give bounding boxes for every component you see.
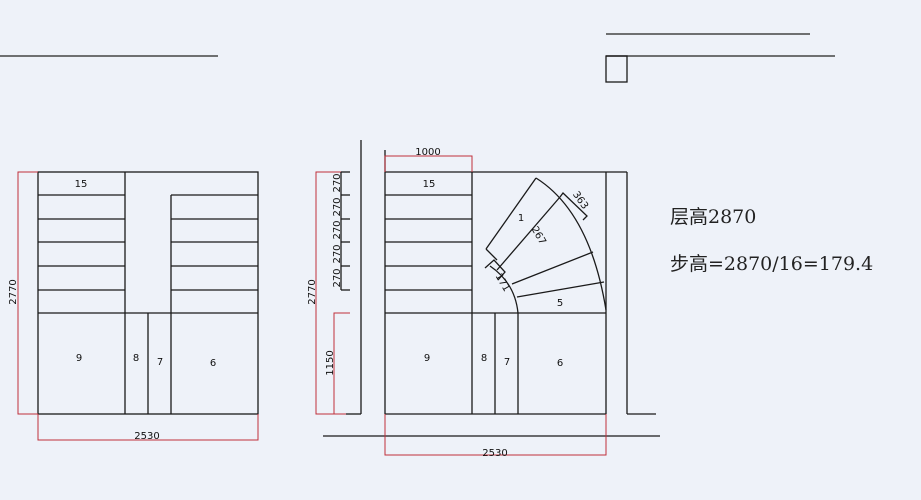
step-label: 8 <box>133 353 139 364</box>
left-stair-plan: 15 9 8 7 6 2770 2530 <box>8 171 259 442</box>
step-label: 7 <box>504 357 510 368</box>
dimension-label: 363 <box>570 190 590 212</box>
step-label: 7 <box>157 357 163 368</box>
dimension-label: 171 <box>493 272 512 294</box>
top-right-detail <box>605 33 835 83</box>
dimension-label: 1150 <box>325 350 336 375</box>
riser-dimension: 270 <box>332 220 343 239</box>
step-label: 6 <box>557 358 563 369</box>
step-label: 15 <box>423 179 436 190</box>
riser-dimension: 270 <box>332 268 343 287</box>
step-height-note: 步高=2870/16=179.4 <box>670 253 873 275</box>
middle-stair-plan: 1000 15 1 5 9 8 7 6 2770 1150 270 270 27… <box>307 140 660 459</box>
dimension-label: 2770 <box>307 279 318 304</box>
step-label: 5 <box>557 298 563 309</box>
dimension-label: 2530 <box>134 431 159 442</box>
floor-height-note: 层高2870 <box>670 206 756 228</box>
step-label: 9 <box>424 353 430 364</box>
riser-dimension: 270 <box>332 173 343 192</box>
riser-dimension: 270 <box>332 197 343 216</box>
dimension-label: 267 <box>529 225 548 247</box>
step-label: 6 <box>210 358 216 369</box>
dimension-label: 2770 <box>8 279 19 304</box>
step-label: 15 <box>75 179 88 190</box>
riser-dimension: 270 <box>332 244 343 263</box>
left-dimensions <box>17 171 259 441</box>
step-label: 8 <box>481 353 487 364</box>
winder-steps <box>484 177 607 314</box>
dimension-label: 1000 <box>415 147 440 158</box>
middle-dimensions <box>315 155 607 456</box>
step-label: 9 <box>76 353 82 364</box>
dimension-label: 2530 <box>482 448 507 459</box>
step-label: 1 <box>518 213 524 224</box>
